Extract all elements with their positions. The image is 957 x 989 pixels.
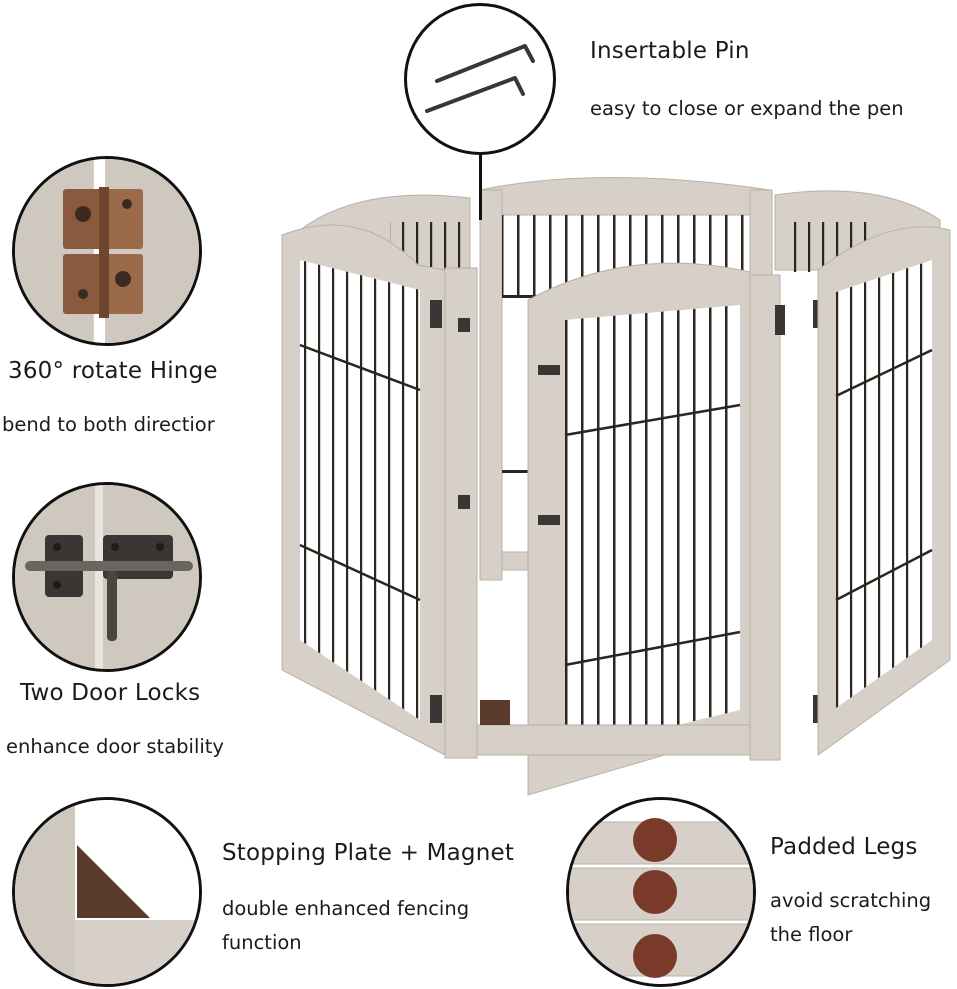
hinge-subtitle: bend to both directior — [2, 413, 215, 436]
pin-callout-line — [479, 150, 482, 220]
door-lock-top — [538, 365, 560, 375]
hinge-detail-circle — [12, 156, 202, 346]
pin-subtitle: easy to close or expand the pen — [590, 97, 904, 120]
pin-title: Insertable Pin — [590, 38, 750, 64]
padded-leg-icon — [569, 800, 753, 984]
door-panel — [527, 262, 751, 796]
stopping-plate-icon — [15, 800, 199, 984]
stopper-subtitle-line2: function — [222, 931, 302, 954]
front-panel-right — [817, 226, 951, 756]
floor-rail — [476, 724, 751, 756]
latch-left-bottom — [458, 495, 470, 509]
stopper-subtitle-line1: double enhanced fencing — [222, 897, 470, 920]
stopper-detail-circle — [12, 797, 202, 987]
pet-pen-drawing — [281, 177, 951, 796]
stopper-title: Stopping Plate + Magnet — [222, 840, 515, 866]
legs-subtitle-line2: the floor — [770, 923, 853, 946]
lock-subtitle: enhance door stability — [6, 735, 224, 758]
legs-subtitle-line1: avoid scratching — [770, 889, 932, 912]
door-lock-bottom — [538, 515, 560, 525]
stopping-plate — [480, 700, 510, 725]
latch-left-top — [458, 318, 470, 332]
hinge-right-top — [775, 305, 785, 335]
allen-key-pins-icon — [425, 44, 535, 113]
door-lock-icon — [15, 485, 199, 669]
legs-title: Padded Legs — [770, 834, 918, 860]
pet-pen-illustration — [270, 160, 957, 800]
lock-detail-circle — [12, 482, 202, 672]
legs-detail-circle — [566, 797, 756, 987]
hinge-icon — [15, 159, 199, 343]
front-panel-left — [281, 224, 446, 756]
post-right — [749, 274, 781, 761]
pin-detail-circle — [404, 3, 556, 155]
hinge-left-top — [430, 300, 442, 328]
lock-title: Two Door Locks — [20, 680, 201, 706]
post-left — [444, 267, 478, 759]
hinge-left-bottom — [430, 695, 442, 723]
hinge-title: 360° rotate Hinge — [8, 358, 218, 384]
